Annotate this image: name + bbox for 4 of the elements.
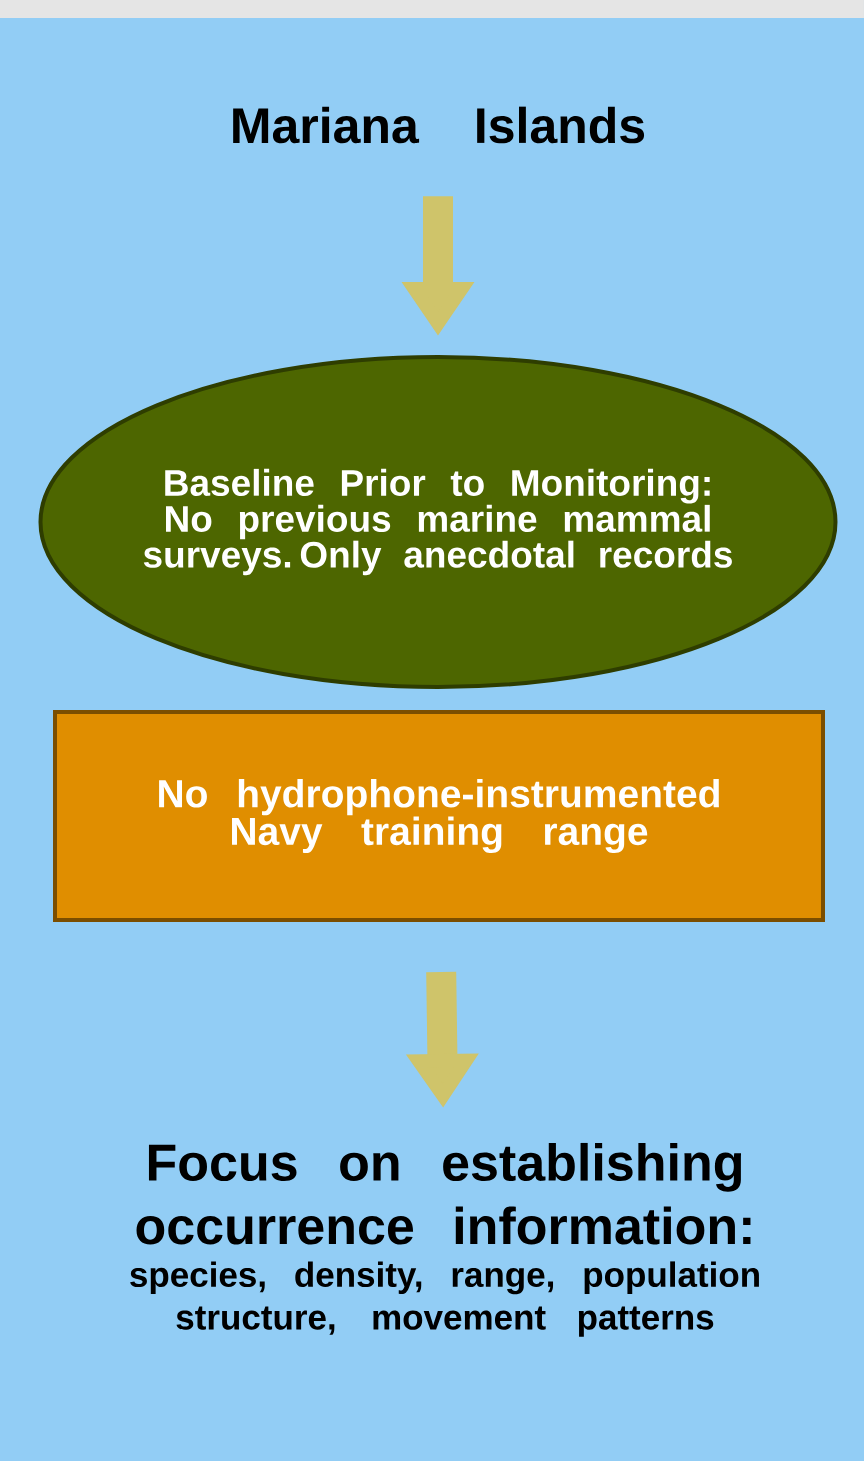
heading-text: Mariana Islands — [233, 106, 645, 144]
ellipse-node: Baseline Prior to Monitoring: No previous marine mammal surveys. Only anecdotal records — [38, 355, 838, 689]
process-box: No hydrophone-instrumented Navy training range — [53, 710, 825, 922]
result-text: Focus on establishing occurrence information: species, density, range, population structure, movement patterns — [130, 1142, 759, 1337]
